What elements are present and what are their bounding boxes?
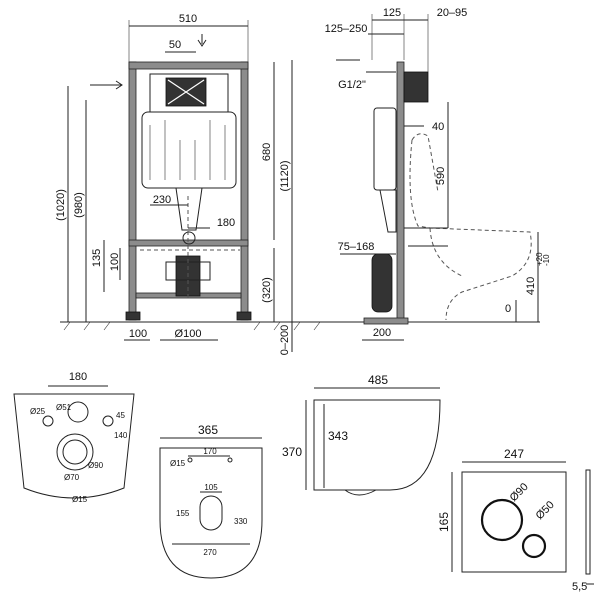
dim-100-v: 100 — [109, 253, 121, 271]
dim-410: 410 — [525, 277, 537, 295]
dim-680: 680 — [261, 143, 273, 161]
dim-100-h: 100 — [129, 328, 147, 340]
flush-pipe — [175, 187, 203, 231]
front-view: 510 50 (1020) (980) 135 100 680 (1120) (… — [55, 13, 540, 355]
dim-343: 343 — [328, 429, 348, 443]
dim-135: 135 — [91, 249, 103, 267]
dim-510: 510 — [179, 13, 197, 25]
dim-105: 105 — [204, 483, 218, 492]
dim-370: 370 — [282, 445, 302, 459]
dim-25: Ø25 — [30, 407, 46, 416]
small-flush-button[interactable] — [521, 533, 547, 559]
bowl-outline-dashed — [409, 133, 532, 321]
bowl-back-outline — [13, 393, 135, 499]
water-inlet-hole — [67, 401, 89, 423]
drain-hole-inner — [62, 439, 88, 465]
frame-left-post — [128, 61, 137, 321]
plate-outline — [461, 471, 567, 573]
back-view: 180 Ø25 Ø51 45 140 Ø90 Ø70 Ø15 — [13, 371, 135, 504]
dim-50: 50 — [169, 39, 181, 51]
dim-15-back: Ø15 — [72, 495, 88, 504]
dim-floor-0: 0 — [505, 303, 511, 315]
drain-hole-outer — [56, 433, 94, 471]
dim-365: 365 — [198, 423, 218, 437]
water-inlet — [182, 231, 196, 245]
side-flush-pipe — [379, 189, 397, 233]
dim-20-95: 20–95 — [437, 7, 468, 19]
dim-410-tol-down: -10 — [542, 254, 551, 266]
right-bolt-hole — [102, 415, 114, 427]
dim-15-top: Ø15 — [170, 459, 186, 468]
dim-485: 485 — [368, 373, 388, 387]
dim-thread: G1/2" — [338, 79, 366, 91]
side-frame-post — [396, 61, 405, 321]
dim-50-plate: Ø50 — [534, 499, 557, 522]
side-drain-elbow — [371, 253, 393, 313]
cistern-body — [141, 111, 237, 189]
dim-320: (320) — [261, 277, 273, 303]
dim-247: 247 — [504, 447, 524, 461]
dim-170: 170 — [203, 447, 217, 456]
plate-profile — [585, 469, 591, 575]
dim-90: Ø90 — [88, 461, 104, 470]
frame-top-bar — [128, 61, 249, 70]
dim-40: 40 — [432, 121, 444, 133]
dim-1020: (1020) — [55, 189, 67, 221]
dim-180-back: 180 — [69, 371, 87, 383]
dim-5-5: 5,5 — [572, 581, 587, 593]
dim-125-250: 125–250 — [325, 23, 368, 35]
dim-230: 230 — [153, 194, 171, 206]
cistern-ribs — [149, 120, 226, 180]
right-foot — [236, 311, 252, 321]
bowl-side-outline — [313, 399, 441, 491]
side-bracket — [403, 71, 429, 103]
side-foot — [363, 317, 409, 325]
dim-70: Ø70 — [64, 473, 80, 482]
frame-right-post — [240, 61, 249, 321]
dim-0-200: 0–200 — [279, 325, 291, 356]
mechanism-cross-icon — [167, 79, 205, 105]
water-supply-arrow-icon — [90, 80, 123, 90]
top-view: 365 170 Ø15 105 155 330 270 — [159, 423, 263, 579]
left-foot — [125, 311, 141, 321]
dim-155: 155 — [176, 509, 190, 518]
service-opening — [149, 73, 229, 113]
bowl-top-outline — [159, 447, 263, 579]
flush-plate: 247 165 Ø90 Ø50 5,5 — [437, 447, 594, 593]
side-view: G1/2" 125–250 125 20–95 40 590 75–168 20… — [325, 7, 551, 341]
bowl-side-view: 485 370 343 — [282, 373, 441, 496]
dim-51: Ø51 — [56, 403, 72, 412]
left-bolt-hole — [42, 415, 54, 427]
dim-45: 45 — [116, 411, 125, 420]
dim-1120: (1120) — [279, 161, 291, 192]
dim-180-front: 180 — [217, 217, 235, 229]
side-cistern — [373, 107, 397, 191]
inlet-arrow-icon — [197, 34, 207, 47]
dim-165: 165 — [437, 512, 451, 532]
dim-125: 125 — [383, 7, 401, 19]
dim-200: 200 — [373, 327, 391, 339]
dim-330: 330 — [234, 517, 248, 526]
dim-980: (980) — [73, 192, 85, 218]
dim-590: 590 — [435, 167, 447, 185]
dim-pipe-100: Ø100 — [175, 328, 202, 340]
big-flush-button[interactable] — [480, 498, 524, 542]
dim-140: 140 — [114, 431, 128, 440]
dim-270: 270 — [203, 548, 217, 557]
floor-hatch — [63, 321, 321, 331]
dim-410-tol-up: +20 — [535, 252, 544, 266]
dim-90-plate: Ø90 — [508, 481, 531, 504]
bowl-opening — [199, 495, 223, 531]
dim-75-168: 75–168 — [338, 241, 375, 253]
